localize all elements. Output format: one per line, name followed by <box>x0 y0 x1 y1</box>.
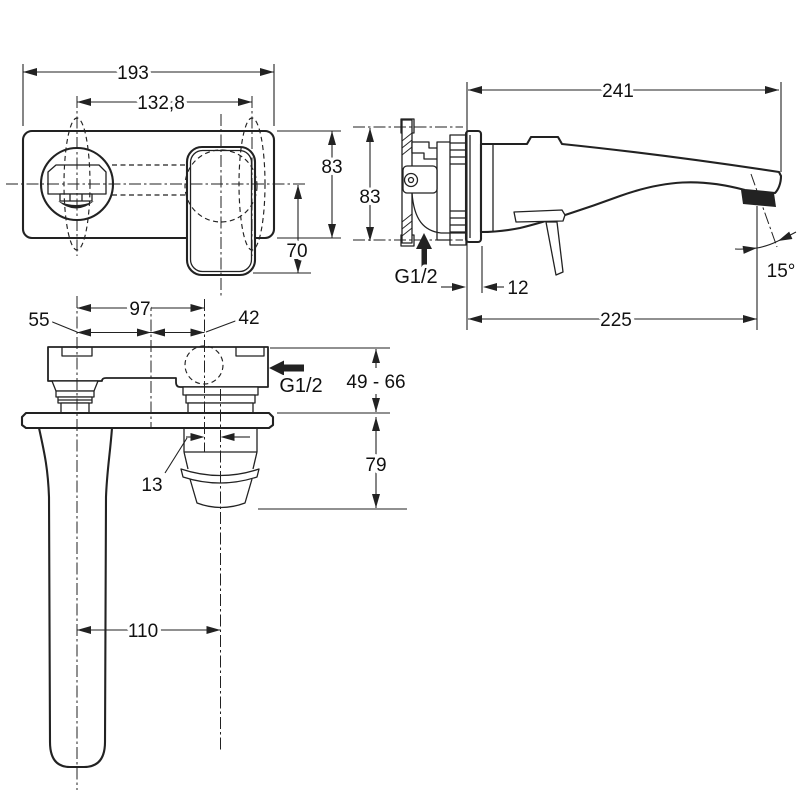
dim-plan-49-66: 49 - 66 <box>270 347 409 414</box>
dim-label-97: 97 <box>129 299 150 320</box>
dim-label-241: 241 <box>602 81 634 102</box>
dim-side-height: 83 <box>356 128 384 241</box>
threaded-connector <box>449 134 467 246</box>
front-view: 193 132,8 83 70 <box>6 60 346 296</box>
dim-front-width: 193 <box>22 60 275 126</box>
callout-inlet-plan: G1/2 <box>269 360 326 401</box>
callout-inlet-side: G1/2 <box>391 233 441 292</box>
dim-label-55: 55 <box>28 310 49 331</box>
wall-flange <box>464 129 483 244</box>
connector-ribs <box>450 142 466 233</box>
aerator-band <box>59 193 93 202</box>
dim-label-79: 79 <box>365 455 386 476</box>
side-view: 241 83 G1/2 12 225 15° <box>353 78 799 335</box>
dim-plan-97: 97 <box>77 296 205 324</box>
body-bar-outline <box>47 346 269 388</box>
wall-hatching <box>401 132 413 237</box>
lever-arm <box>513 209 566 223</box>
aerator-side <box>741 190 776 207</box>
dim-label-83-side: 83 <box>359 187 380 208</box>
lever-blade <box>545 221 564 276</box>
dim-label-12: 12 <box>507 278 528 299</box>
fixing-screw <box>403 172 419 188</box>
dim-label-49-66: 49 - 66 <box>346 372 405 393</box>
dim-label-13: 13 <box>141 475 162 496</box>
dim-front-hole-spacing: 132,8 <box>77 90 252 118</box>
left-clamp-tab <box>61 347 93 357</box>
supply-bend <box>411 192 466 234</box>
dim-side-total-depth: 241 <box>468 78 782 172</box>
top-view: 97 55 42 G1/2 49 - 66 79 <box>20 296 409 790</box>
inlet-arrow-plan-icon <box>269 360 284 376</box>
spout-plan-outline <box>37 426 114 769</box>
dim-label-70: 70 <box>286 241 307 262</box>
dim-side-plate-thickness: 12 <box>441 246 532 303</box>
body-top-bracket <box>411 141 439 160</box>
dim-front-height: 83 <box>277 130 346 239</box>
dim-side-spout-projection: 225 <box>468 206 758 335</box>
label-g12-plan: G1/2 <box>279 375 322 397</box>
dim-plan-79: 79 <box>258 417 407 510</box>
spout-side-outline <box>479 135 783 234</box>
dim-label-15deg: 15° <box>767 261 796 282</box>
dim-label-83-front: 83 <box>321 157 342 178</box>
handle-hidden-circle <box>184 149 258 223</box>
right-clamp-tab <box>235 347 265 357</box>
dim-plan-55-42: 55 42 <box>25 305 263 337</box>
aerator-shadow <box>58 201 94 209</box>
dim-label-110: 110 <box>128 621 158 642</box>
dim-label-132-8: 132,8 <box>137 93 185 114</box>
spout-mount-flare <box>51 380 99 392</box>
dim-front-handle-drop: 70 <box>253 185 311 274</box>
body-block <box>436 141 452 241</box>
dim-plan-110: 110 <box>77 618 221 646</box>
spout-mount-neck <box>60 402 90 414</box>
dim-plan-13: 13 <box>138 433 250 500</box>
inlet-arrow-icon <box>416 233 432 249</box>
dim-label-42: 42 <box>238 308 259 329</box>
dim-label-225: 225 <box>600 310 632 331</box>
label-g12-side: G1/2 <box>394 266 437 288</box>
dim-spout-angle: 15° <box>734 173 799 286</box>
dim-label-193: 193 <box>117 63 149 84</box>
wall-plate-edge <box>20 411 275 430</box>
